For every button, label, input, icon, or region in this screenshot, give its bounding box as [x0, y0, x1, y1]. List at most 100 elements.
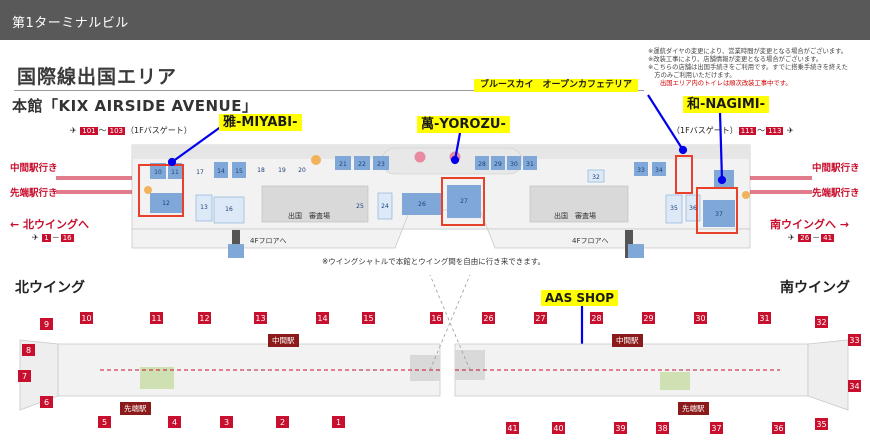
- title-divider: [14, 90, 644, 91]
- svg-text:27: 27: [535, 314, 545, 323]
- label-naka-right: 中間駅行き: [812, 163, 860, 174]
- shop-number-34: 34: [655, 167, 663, 174]
- gate-4: 4: [168, 416, 181, 428]
- notice-text-toilet: 出国エリア内のトイレは順次改装工事中です。: [660, 80, 792, 87]
- svg-text:40: 40: [553, 424, 563, 433]
- notice-text-4: 方のみご利用いただけます。: [648, 72, 736, 79]
- immigration-left: 出国 審査場: [288, 212, 330, 220]
- label-naka-left: 中間駅行き: [10, 163, 58, 174]
- gate-12: 12: [198, 312, 211, 324]
- page-title: 国際線出国エリア: [17, 66, 178, 88]
- gate-33: 33: [848, 334, 861, 346]
- highlighted-shops: [138, 155, 738, 385]
- callout-aas-shop: AAS SHOP: [541, 290, 619, 306]
- north-wing-link[interactable]: ← 北ウイングへ: [10, 218, 90, 231]
- shop-number-29: 29: [494, 161, 502, 168]
- south-wing-map: [429, 274, 849, 411]
- naka-station-north: 中間駅: [268, 334, 299, 347]
- shop-number-36: 36: [689, 205, 697, 212]
- shop-number-17: 17: [196, 169, 204, 176]
- shop-number-15: 15: [235, 168, 243, 175]
- gate-41: 41: [506, 422, 519, 434]
- gate-range-top-right: （1Fバスゲート）111～113 ✈: [672, 126, 794, 135]
- label-saki-right: 先端駅行き: [812, 188, 860, 199]
- airplane-icon: ✈: [32, 233, 39, 242]
- gate-28: 28: [590, 312, 603, 324]
- floor4-right: 4Fフロアへ: [572, 237, 609, 245]
- svg-text:33: 33: [849, 336, 859, 345]
- shop-number-10: 10: [154, 169, 162, 176]
- callout-miyabi: 雅-MIYABI-: [219, 114, 302, 131]
- shop-number-14: 14: [217, 168, 225, 175]
- svg-text:16: 16: [431, 314, 441, 323]
- svg-text:32: 32: [816, 318, 826, 327]
- gate-6: 6: [40, 396, 53, 408]
- shop-number-11: 11: [171, 169, 179, 176]
- highlight-yorozu: [441, 177, 485, 226]
- notice-text-1: ※運航ダイヤの変更により、営業時間が変更となる場合がございます。: [648, 48, 848, 55]
- gate-13: 13: [254, 312, 267, 324]
- svg-text:15: 15: [363, 314, 373, 323]
- shop-number-37: 37: [715, 211, 723, 218]
- svg-text:39: 39: [615, 424, 625, 433]
- svg-text:10: 10: [81, 314, 91, 323]
- svg-text:28: 28: [591, 314, 601, 323]
- airplane-icon: ✈: [70, 126, 77, 135]
- svg-text:12: 12: [199, 314, 209, 323]
- gate-16: 16: [430, 312, 443, 324]
- shop-number-35: 35: [670, 205, 678, 212]
- svg-text:26: 26: [483, 314, 493, 323]
- gate-31: 31: [758, 312, 771, 324]
- gate-8: 8: [22, 344, 35, 356]
- svg-text:9: 9: [44, 320, 49, 329]
- airplane-icon: ✈: [787, 126, 794, 135]
- gate-27: 27: [534, 312, 547, 324]
- gate-9: 9: [40, 318, 53, 330]
- floor4-left: 4Fフロアへ: [250, 237, 287, 245]
- main-building-title: 本館「KIX AIRSIDE AVENUE」: [12, 97, 258, 115]
- north-wing-map: [19, 274, 471, 411]
- north-wing-title: 北ウイング: [15, 280, 85, 296]
- gate-26: 26: [482, 312, 495, 324]
- gate-5: 5: [98, 416, 111, 428]
- shop-number-25: 25: [356, 203, 364, 210]
- highlight-miyabi: [138, 164, 184, 217]
- svg-text:14: 14: [317, 314, 327, 323]
- shop-number-19: 19: [278, 167, 286, 174]
- shop-number-16: 16: [225, 206, 233, 213]
- callout-nagimi: 和-NAGIMI-: [683, 96, 770, 113]
- gate-36: 36: [772, 422, 785, 434]
- svg-text:37: 37: [711, 424, 721, 433]
- svg-text:30: 30: [695, 314, 705, 323]
- gate-37: 37: [710, 422, 723, 434]
- svg-text:31: 31: [759, 314, 769, 323]
- saki-station-north: 先端駅: [120, 402, 151, 415]
- shop-number-27: 27: [460, 198, 468, 205]
- svg-text:13: 13: [255, 314, 265, 323]
- callout-bluesky-cafeteria: ブルースカイ オープンカフェテリア: [474, 79, 639, 92]
- immigration-right: 出国 審査場: [554, 212, 596, 220]
- shop-number-21: 21: [339, 161, 347, 168]
- south-wing-title: 南ウイング: [780, 280, 850, 296]
- shuttle-note: ※ウイングシャトルで本館とウイング間を自由に行き来できます。: [322, 257, 546, 266]
- shop-number-22: 22: [358, 161, 366, 168]
- shop-number-12: 12: [162, 200, 170, 207]
- svg-text:3: 3: [224, 418, 229, 427]
- gate-38: 38: [656, 422, 669, 434]
- shop-number-33: 33: [637, 167, 645, 174]
- shop-number-13: 13: [200, 204, 208, 211]
- svg-text:36: 36: [773, 424, 783, 433]
- gate-range-top-left: ✈ 101～103（1Fバスゲート）: [70, 126, 192, 135]
- gate-14: 14: [316, 312, 329, 324]
- gate-11: 11: [150, 312, 163, 324]
- highlight-nagimi: [696, 187, 738, 234]
- shop-number-28: 28: [478, 161, 486, 168]
- shop-number-23: 23: [377, 161, 385, 168]
- header-bar: 第1ターミナルビル: [0, 0, 870, 40]
- gate-32: 32: [815, 316, 828, 328]
- south-wing-link[interactable]: 南ウイングへ →: [770, 218, 850, 231]
- gate-3: 3: [220, 416, 233, 428]
